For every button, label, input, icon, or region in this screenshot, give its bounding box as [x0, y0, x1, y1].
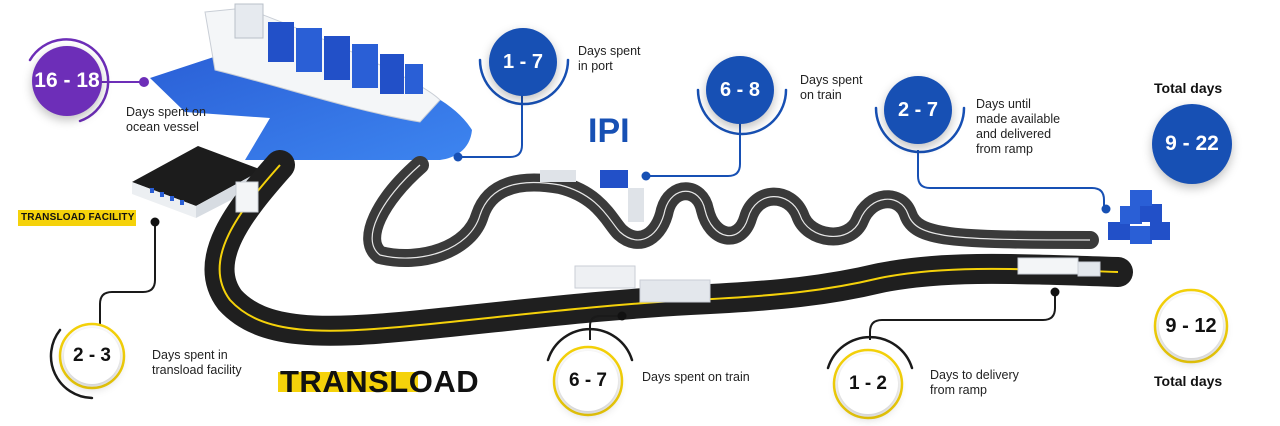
badge-rings — [28, 38, 966, 400]
transload-train — [574, 265, 711, 303]
transload-train-days-badge: 6 - 7 — [558, 351, 618, 411]
container-ship — [204, 3, 441, 123]
transload-total-days: 9 - 12 — [1165, 314, 1217, 337]
ipi-ramp-caption: Days until made available and delivered … — [976, 97, 1061, 156]
transload-train-days: 6 - 7 — [568, 370, 608, 391]
warehouse-truck — [235, 181, 259, 213]
facility-label-highlight — [18, 210, 136, 226]
transload-delivery-days-badge: 1 - 2 — [838, 354, 898, 414]
ipi-ramp-days: 2 - 7 — [897, 98, 939, 121]
transload-facility-days: 2 - 3 — [72, 345, 112, 366]
ipi-port-days-badge: 1 - 7 — [489, 28, 557, 96]
transload-facility-label: TRANSLOAD FACILITY — [21, 212, 135, 223]
ipi-total-days-badge: 9 - 22 — [1152, 104, 1232, 184]
transload-total-label: Total days — [1154, 373, 1223, 389]
delivery-truck — [1017, 257, 1101, 277]
ocean-days-badge: 16 - 18 — [32, 46, 102, 116]
container-stack — [1108, 190, 1170, 244]
yellow-rings — [58, 288, 1229, 420]
ipi-train-caption: Days spent on train — [800, 73, 863, 102]
transload-delivery-caption: Days to delivery from ramp — [930, 368, 1019, 397]
ipi-total-label: Total days — [1154, 80, 1223, 96]
ipi-heading: IPI — [588, 112, 630, 150]
transload-total-days-badge: 9 - 12 — [1159, 294, 1223, 358]
transload-facility-caption: Days spent in transload facility — [152, 348, 242, 377]
ipi-port-caption: Days spent in port — [578, 44, 641, 73]
ipi-train-days: 6 - 8 — [719, 78, 761, 101]
ipi-rail-track — [363, 156, 1099, 267]
ipi-train-days-badge: 6 - 8 — [706, 56, 774, 124]
ipi-train — [540, 170, 644, 222]
ocean-water — [150, 50, 472, 160]
ipi-port-days: 1 - 7 — [502, 50, 544, 73]
transload-heading-highlight — [278, 372, 418, 392]
ocean-days: 16 - 18 — [34, 69, 100, 92]
transload-train-caption: Days spent on train — [642, 370, 750, 384]
connector-dots — [139, 77, 1111, 321]
ipi-ramp-days-badge: 2 - 7 — [884, 76, 952, 144]
transload-facility-days-badge: 2 - 3 — [64, 328, 120, 384]
transload-delivery-days: 1 - 2 — [848, 373, 888, 394]
ipi-total-days: 9 - 22 — [1165, 132, 1219, 155]
transload-heading: TRANSLOAD — [280, 364, 480, 399]
connector-lines — [99, 81, 1105, 340]
ocean-caption: Days spent on ocean vessel — [126, 105, 206, 134]
